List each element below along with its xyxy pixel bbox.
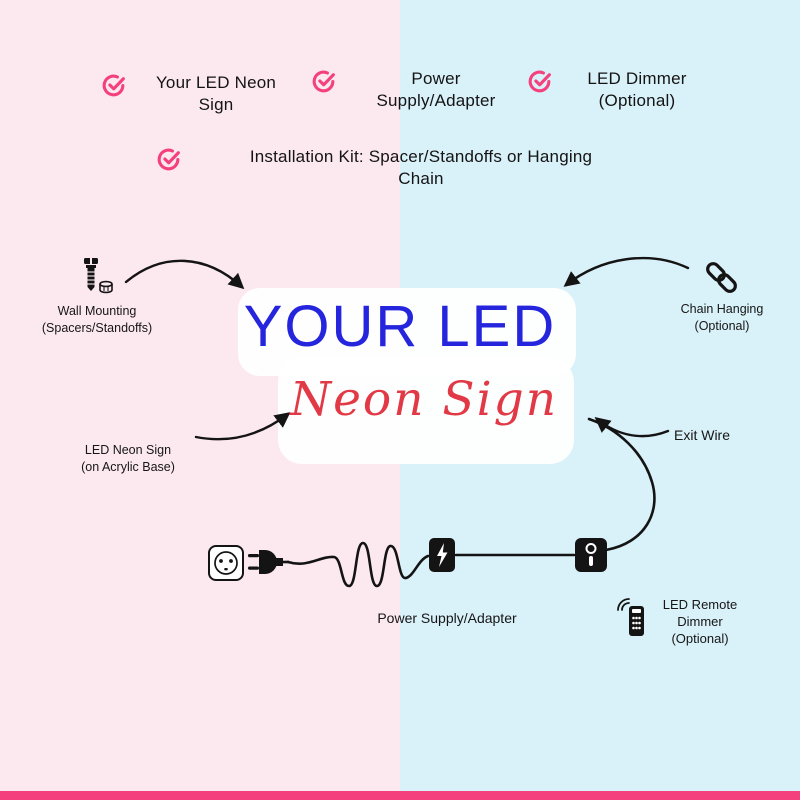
- label-line: (Optional): [694, 318, 750, 333]
- check-icon: [100, 72, 127, 99]
- checklist-item-power-supply: Power Supply/Adapter: [310, 68, 526, 113]
- checklist-item-dimmer: LED Dimmer (Optional): [526, 68, 712, 113]
- checklist-label: LED Dimmer (Optional): [562, 68, 712, 113]
- check-icon: [310, 68, 337, 95]
- label-line: LED Remote: [662, 597, 738, 612]
- checklist-item-installation-kit: Installation Kit: Spacer/Standoffs or Ha…: [155, 146, 651, 191]
- label-line: Chain: [398, 169, 444, 189]
- wall-outlet-icon: [207, 544, 245, 582]
- chain-hanging-label: Chain Hanging (Optional): [642, 301, 800, 334]
- label-line: LED Dimmer: [587, 69, 687, 88]
- sign-text-script: Neon Sign: [289, 372, 559, 427]
- remote-dimmer-label: LED Remote Dimmer (Optional): [650, 596, 750, 647]
- checklist-label: Your LED Neon Sign: [136, 72, 296, 117]
- label-line: (Spacers/Standoffs): [41, 320, 153, 335]
- check-icon: [526, 68, 553, 95]
- label-line: Supply/Adapter: [376, 91, 496, 111]
- label-line: Sign: [198, 95, 234, 115]
- label-line: Installation Kit: Spacer/Standoffs or Ha…: [249, 147, 593, 166]
- inline-dimmer-icon: [574, 537, 608, 573]
- acrylic-base-shape: [238, 288, 576, 464]
- wall-mounting-label: Wall Mounting (Spacers/Standoffs): [17, 303, 177, 336]
- sign-text-blue: YOUR LED: [243, 294, 557, 359]
- remote-control-icon: [616, 598, 650, 640]
- label-line: Power Supply/Adapter: [377, 610, 517, 626]
- label-line: Wall Mounting: [57, 304, 137, 318]
- label-line: Power: [411, 69, 461, 88]
- label-line: LED Neon Sign: [84, 443, 172, 457]
- check-icon: [155, 146, 182, 173]
- screw-standoff-icon: [74, 256, 118, 300]
- chain-links-icon: [700, 256, 744, 300]
- label-line: Dimmer: [677, 614, 723, 630]
- label-line: Your LED Neon: [155, 73, 277, 92]
- led-neon-sign-label: LED Neon Sign (on Acrylic Base): [48, 442, 208, 475]
- power-plug-icon: [248, 547, 290, 577]
- power-supply-label: Power Supply/Adapter: [357, 609, 537, 627]
- label-line: (Optional): [671, 631, 729, 647]
- label-line: (on Acrylic Base): [81, 459, 175, 474]
- label-line: (Optional): [598, 91, 676, 111]
- checklist-item-neon-sign: Your LED Neon Sign: [100, 72, 296, 117]
- exit-wire-label: Exit Wire: [657, 426, 747, 444]
- label-line: Exit Wire: [674, 427, 730, 443]
- label-line: Chain Hanging: [680, 302, 764, 316]
- checklist-label: Installation Kit: Spacer/Standoffs or Ha…: [191, 146, 651, 191]
- bottom-accent-bar: [0, 791, 800, 800]
- checklist-label: Power Supply/Adapter: [346, 68, 526, 113]
- power-adapter-icon: [428, 537, 456, 573]
